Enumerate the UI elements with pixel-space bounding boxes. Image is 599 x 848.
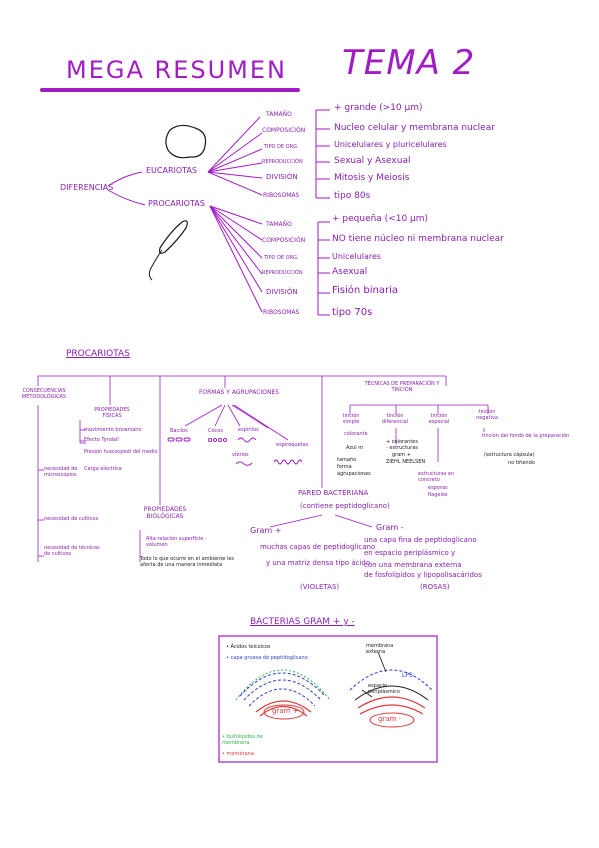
pro-value: tipo 70s	[332, 307, 373, 318]
tincion-dif-item: gram +	[392, 452, 411, 458]
gram-neg-label: Gram -	[376, 523, 404, 532]
gram-neg-line: de fosfolípidos y lipopolisacáridos	[364, 571, 482, 579]
tincion-dif-item: - estructuras	[386, 445, 418, 451]
gram-pos-diagram-label: gram +	[272, 707, 299, 715]
tincion-simple-item: forma	[337, 464, 352, 470]
gram-pos-line: y una matriz densa tipo ácido	[266, 559, 371, 567]
pro-key: RIBOSOMAS	[263, 309, 300, 316]
tincion-simple-item: colorante	[344, 431, 368, 437]
biologicas-label: PROPIEDADES BIOLÓGICAS	[143, 506, 187, 521]
fisicas-item: movimiento browniano	[84, 427, 142, 433]
tincion-simple-item: tamaño	[337, 457, 357, 463]
tincion-neg-item: no tiñendo	[508, 460, 535, 466]
tincion-dif-item: ZIEHL NEELSEN	[386, 459, 426, 465]
fisicas-item: Efecto Tyndall	[84, 437, 119, 443]
pro-value: Fisión binaria	[332, 285, 399, 296]
eucariotas-label: EUCARIOTAS	[146, 166, 197, 175]
consecuencias-label: CONSECUENCIAS METODOLÓGICAS	[21, 388, 67, 400]
tecnicas-label: TÉCNICAS DE PREPARACIÓN Y TINCIÓN	[364, 381, 440, 393]
tincion-esp-item: esporas	[428, 485, 448, 491]
gram-neg-line: (ROSAS)	[420, 583, 450, 591]
diferencias-label: DIFERENCIAS	[60, 183, 114, 192]
euc-key: DIVISIÓN	[266, 173, 298, 181]
forma-item: vibrios	[232, 452, 249, 458]
bacterias-box	[218, 635, 438, 763]
legend-text: capa gruesa de peptidoglicano	[230, 655, 308, 661]
gram-neg-line: con una membrana externa	[364, 561, 462, 569]
euc-value: Unicelulares y pluricelulares	[334, 140, 447, 149]
legend-text: membrana	[226, 751, 254, 757]
pro-value: Unicelulares	[332, 252, 382, 261]
tincion-simple: tinción simple	[342, 413, 360, 425]
tincion-dif-item: + colorantes	[386, 439, 418, 445]
consecuencias-item: necesidad de cultivos	[44, 516, 99, 522]
fisicas-item: Carga eléctrica	[84, 466, 122, 472]
forma-item: Cocos	[208, 428, 223, 434]
tincion-diferencial: tinción diferencial	[381, 413, 409, 425]
legend-item: • Ácidos teicoicos	[226, 644, 271, 650]
forma-item: Bacilos	[170, 428, 188, 434]
euc-value: Sexual y Asexual	[334, 156, 411, 166]
lps-label: LPS	[402, 672, 413, 679]
euc-key: TAMAÑO	[266, 111, 292, 118]
tincion-simple-item: agrupaciones	[337, 471, 371, 477]
pro-value: + pequeña (<10 µm)	[332, 214, 429, 224]
euc-key: RIBOSOMAS	[263, 192, 300, 199]
bacterias-title: BACTERIAS GRAM + y -	[250, 617, 355, 627]
tincion-simple-item: Azul m	[346, 445, 364, 451]
consecuencias-item: necesidad de microscopios	[44, 466, 78, 478]
membrana-ext-label: membrana externa	[366, 643, 394, 655]
gram-pos-line: muchas capas de peptidoglicano	[260, 543, 376, 551]
consecuencias-item: necesidad de técnicas de cultivos	[44, 545, 100, 557]
pro-key: DIVISIÓN	[266, 288, 298, 296]
periplasm-label: espacio periplásmico	[368, 683, 400, 695]
title-main: MEGA RESUMEN	[66, 56, 287, 84]
tincion-neg-item: (estructura cápsula)	[484, 452, 535, 458]
pro-value: NO tiene núcleo ni membrana nuclear	[332, 234, 504, 244]
legend-text: fosfolípidos de membrana	[222, 734, 263, 746]
procariotas-label: PROCARIOTAS	[148, 199, 205, 208]
tincion-negativa: tinción negativa	[476, 409, 498, 421]
legend-item: • membrana	[222, 751, 254, 757]
fisicas-label: PROPIEDADES FÍSICAS	[94, 407, 130, 419]
euc-key: COMPOSICIÓN	[262, 127, 306, 134]
legend-item: • fosfolípidos de membrana	[222, 734, 263, 746]
biologicas-item: Todo lo que ocurre en el ambiente les af…	[140, 556, 235, 568]
tincion-esp-item: flagelos	[428, 492, 448, 498]
euc-value: Mitosis y Meiosis	[334, 173, 410, 183]
formas-label: FORMAS Y AGRUPACIONES	[198, 389, 280, 396]
pro-value: Asexual	[332, 267, 368, 277]
tincion-esp-item: estructuras en concreto	[418, 471, 455, 483]
pro-key: COMPOSICIÓN	[262, 237, 306, 244]
pro-key: REPRODUCCIÓN	[262, 270, 303, 276]
pro-key: TIPO DE ORG.	[264, 255, 299, 261]
euc-value: + grande (>10 µm)	[334, 103, 423, 113]
euc-value: tipo 80s	[334, 191, 371, 201]
gram-pos-line: (VIOLETAS)	[300, 583, 340, 591]
euc-key: REPRODUCCIÓN	[262, 159, 303, 165]
procariotas-map-title: PROCARIOTAS	[66, 349, 130, 359]
title-tema: TEMA 2	[342, 43, 476, 83]
forma-item: espirilos	[238, 427, 259, 433]
fisicas-item: Presión fuacocpedi del medio	[84, 449, 158, 455]
tincion-especial: tinción especial	[428, 413, 450, 425]
euc-value: Nucleo celular y membrana nuclear	[334, 123, 495, 133]
legend-text: Ácidos teicoicos	[230, 644, 271, 650]
pared-sub: (contiene peptidoglicano)	[300, 502, 390, 510]
tincion-neg-item: tinción del fondo de la preparación	[482, 433, 570, 439]
gram-neg-diagram-label: gram -	[378, 715, 402, 723]
legend-item: • capa gruesa de peptidoglicano	[226, 655, 308, 661]
forma-item: espiroquetas	[276, 442, 309, 448]
gram-pos-label: Gram +	[250, 526, 282, 535]
euc-key: TIPO DE ORG.	[264, 144, 299, 150]
pro-key: TAMAÑO	[266, 221, 292, 228]
pared-label: PARED BACTERIANA	[298, 489, 369, 497]
gram-neg-line: una capa fina de peptidoglicano	[364, 536, 477, 544]
biologicas-item: Alta relación superficie - volumen	[146, 536, 207, 548]
gram-neg-line: en espacio periplásmico y	[364, 549, 456, 557]
